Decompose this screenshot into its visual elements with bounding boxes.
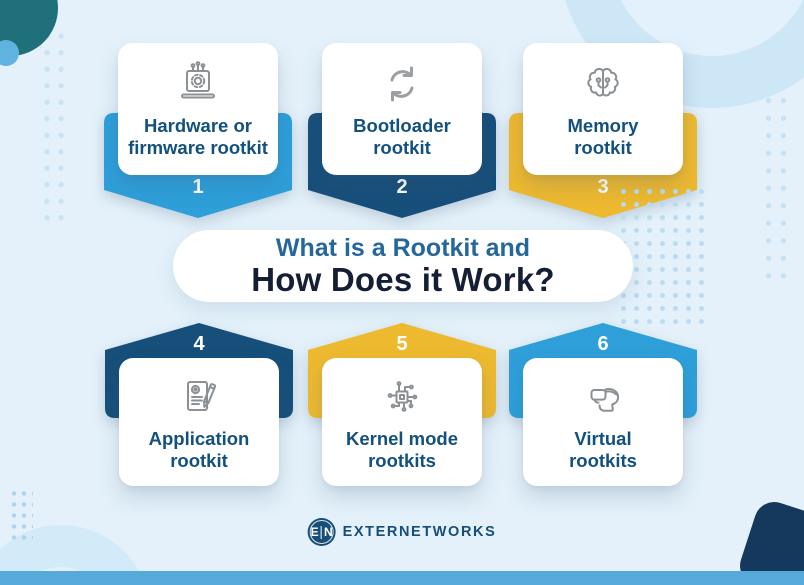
card-label-line2: rootkit [574, 136, 632, 158]
top-left-small-circle [0, 40, 19, 66]
bottom-blue-bar [0, 571, 804, 585]
card-label-line2: rootkit [373, 136, 431, 158]
card-number: 1 [192, 176, 204, 198]
vr-headset-icon [579, 373, 627, 421]
card-label-line2: rootkits [368, 449, 436, 471]
card-label-line1: Memory [567, 114, 639, 136]
card-number: 3 [597, 176, 609, 198]
card-label-line1: Hardware or [144, 114, 252, 136]
card-bootloader-rootkit: Bootloader rootkit [322, 43, 482, 175]
dot-grid-bottom-left [7, 486, 33, 544]
title-line1: What is a Rootkit and [275, 234, 531, 262]
card-number: 6 [597, 333, 609, 355]
title-pill: What is a Rootkit and How Does it Work? [173, 230, 633, 302]
card-virtual-rootkits: Virtual rootkits [523, 358, 683, 486]
card-label-line1: Kernel mode [345, 427, 459, 449]
dot-grid-left [36, 24, 68, 232]
card-application-rootkit: Application rootkit [119, 358, 279, 486]
logo-divider [320, 525, 322, 539]
document-signature-icon [175, 373, 223, 421]
externetworks-logo: E N EXTERNETWORKS [307, 518, 497, 546]
card-label-line1: Virtual [574, 427, 632, 449]
title-line2: How Does it Work? [251, 261, 555, 298]
card-memory-rootkit: Memory rootkit [523, 43, 683, 175]
logo-monogram-icon: E N [307, 518, 336, 546]
card-label-line2: rootkits [569, 449, 637, 471]
card-number: 2 [396, 176, 408, 198]
card-number: 4 [193, 333, 205, 355]
card-hardware-firmware-rootkit: Hardware or firmware rootkit [118, 43, 278, 175]
logo-letter-e: E [310, 525, 319, 539]
laptop-firmware-icon [174, 60, 222, 108]
card-label-line2: rootkit [170, 449, 228, 471]
logo-name: EXTERNETWORKS [342, 524, 497, 540]
card-label-line1: Application [148, 427, 250, 449]
brain-icon [579, 60, 627, 108]
chip-circuit-icon [378, 373, 426, 421]
dot-grid-right [757, 88, 791, 278]
card-label-line2: firmware rootkit [128, 136, 268, 158]
card-kernel-mode-rootkits: Kernel mode rootkits [322, 358, 482, 486]
logo-letter-n: N [323, 525, 333, 539]
refresh-arrows-icon [378, 60, 426, 108]
card-label-line1: Bootloader [353, 114, 451, 136]
card-number: 5 [396, 333, 408, 355]
